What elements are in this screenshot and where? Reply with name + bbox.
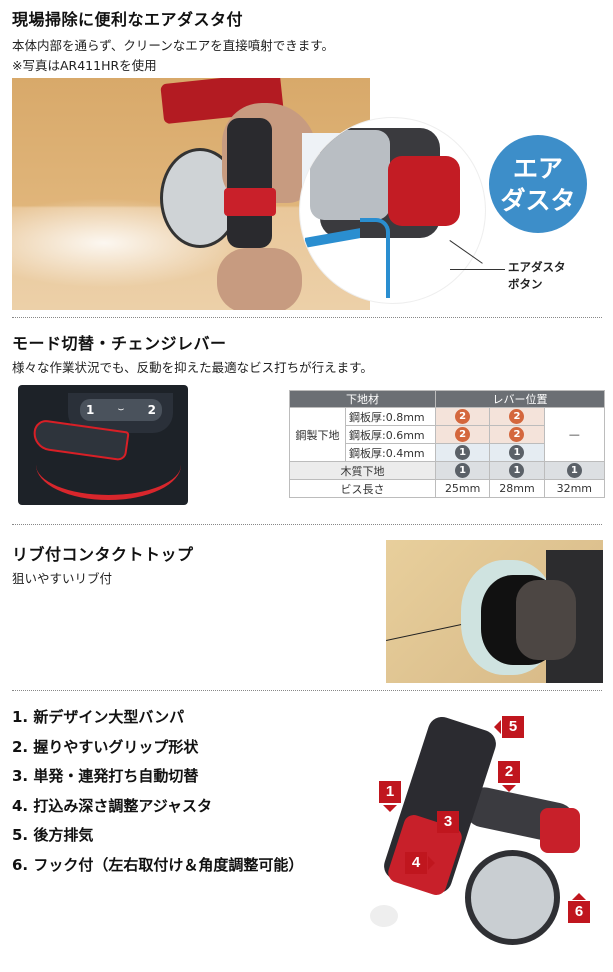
row-label: 鋼板厚:0.8mm (345, 407, 436, 426)
feature-tag-2: 2 (498, 761, 520, 783)
pointer-up-icon (572, 893, 586, 900)
screw-length: 32mm (543, 479, 606, 498)
air-duster-closeup (300, 118, 485, 303)
air-duster-description: 本体内部を通らず、クリーンなエアを直接噴射できます。 (12, 38, 335, 53)
feature-tag-1: 1 (379, 781, 401, 803)
contact-top-photo (386, 540, 603, 683)
table-row: 鋼板厚:0.4mm 1 1 (290, 443, 605, 462)
pointer-down-icon (502, 785, 516, 792)
mode-switch-description: 様々な作業状況でも、反動を抑えた最適なビス打ちが行えます。 (12, 360, 373, 375)
nailer-rear-red (540, 808, 580, 853)
row-label: 鋼板厚:0.4mm (345, 443, 436, 462)
feature-item: 2. 握りやすいグリップ形状 (12, 737, 199, 756)
feature-item: 3. 単発・連発打ち自動切替 (12, 767, 199, 785)
lever-position-indicator: 1 ⌣ 2 (80, 399, 162, 421)
steel-group-label: 鋼製下地 (289, 407, 346, 462)
feature-tag-6: 6 (568, 901, 590, 923)
closeup-red-cap (388, 156, 460, 226)
lever-1-icon: 1 (455, 463, 471, 478)
closeup-magazine (310, 130, 390, 220)
nailer-grip (227, 118, 272, 248)
table-row: 木質下地 1 1 1 (289, 461, 606, 480)
lever-position-table: 下地材 レバー位置 鋼製下地 鋼板厚:0.8mm 2 2 — 鋼板厚:0.6mm… (289, 390, 606, 498)
table-header-lever: レバー位置 (435, 390, 605, 408)
table-header-substrate: 下地材 (289, 390, 436, 408)
air-duster-button-callout: エアダスタ ボタン (508, 259, 566, 293)
section-divider (12, 317, 602, 318)
mode-switch-title: モード切替・チェンジレバー (12, 334, 227, 353)
contact-top-title: リブ付コンタクトトップ (12, 545, 194, 564)
feature-item: 5. 後方排気 (12, 826, 94, 844)
nailer-product-photo (365, 700, 605, 960)
airflow-arrow-icon (360, 218, 390, 298)
air-duster-title: 現場掃除に便利なエアダスタ付 (12, 10, 244, 29)
hand-lower (217, 248, 302, 310)
lever-1-icon: 1 (455, 445, 471, 460)
lever-1-icon: 1 (509, 463, 525, 478)
length-row-label: ビス長さ (289, 479, 436, 498)
screw-length: 25mm (434, 479, 491, 498)
screw-length: 28mm (489, 479, 545, 498)
callout-line1: エアダスタ (508, 260, 566, 274)
target-line (386, 623, 465, 641)
section-divider (12, 690, 602, 691)
pointer-right-icon (428, 856, 435, 870)
badge-line2: ダスタ (500, 186, 576, 215)
air-duster-badge: エア ダスタ (489, 135, 587, 233)
steel-dash: — (543, 407, 606, 462)
lever-indicator-line: ⌣ (118, 405, 124, 415)
lever-position-1: 1 (86, 403, 95, 417)
feature-tag-3: 3 (437, 811, 459, 833)
row-label: 鋼板厚:0.6mm (345, 425, 436, 444)
lever-position-2: 2 (147, 403, 156, 417)
change-lever-photo: 1 ⌣ 2 (18, 385, 188, 505)
nailer-grip-red-band (224, 188, 276, 216)
feature-item: 4. 打込み深さ調整アジャスタ (12, 796, 213, 815)
lever-1-icon: 1 (509, 445, 525, 460)
lever-2-icon: 2 (509, 427, 525, 442)
rotate-arrow-icon (36, 465, 181, 500)
screw-head (516, 580, 576, 660)
table-row: 鋼板厚:0.6mm 2 2 (290, 425, 605, 444)
feature-tag-4: 4 (405, 852, 427, 874)
pointer-down-icon (383, 805, 397, 812)
nailer-magazine (465, 850, 560, 945)
wood-row-label: 木質下地 (289, 461, 436, 480)
lever-2-icon: 2 (455, 409, 471, 424)
callout-leader-line (450, 240, 505, 270)
contact-top-description: 狙いやすいリブ付 (12, 571, 113, 586)
lever-1-icon: 1 (566, 463, 582, 478)
air-duster-note: ※写真はAR411HRを使用 (12, 58, 157, 73)
section-divider (12, 524, 602, 525)
feature-item: 1. 新デザイン大型バンパ (12, 708, 185, 726)
pointer-left-icon (494, 720, 501, 734)
lever-2-icon: 2 (509, 409, 525, 424)
contact-top (370, 905, 398, 927)
feature-item: 6. フック付（左右取付け＆角度調整可能） (12, 855, 304, 874)
lever-2-icon: 2 (455, 427, 471, 442)
badge-line1: エア (512, 154, 563, 183)
table-row: 鋼製下地 鋼板厚:0.8mm 2 2 — (289, 407, 606, 462)
callout-line2: ボタン (508, 277, 543, 291)
feature-tag-5: 5 (502, 716, 524, 738)
feature-list: 1. 新デザイン大型バンパ 2. 握りやすいグリップ形状 3. 単発・連発打ち自… (12, 703, 303, 880)
table-row: ビス長さ 25mm 28mm 32mm (289, 479, 606, 498)
